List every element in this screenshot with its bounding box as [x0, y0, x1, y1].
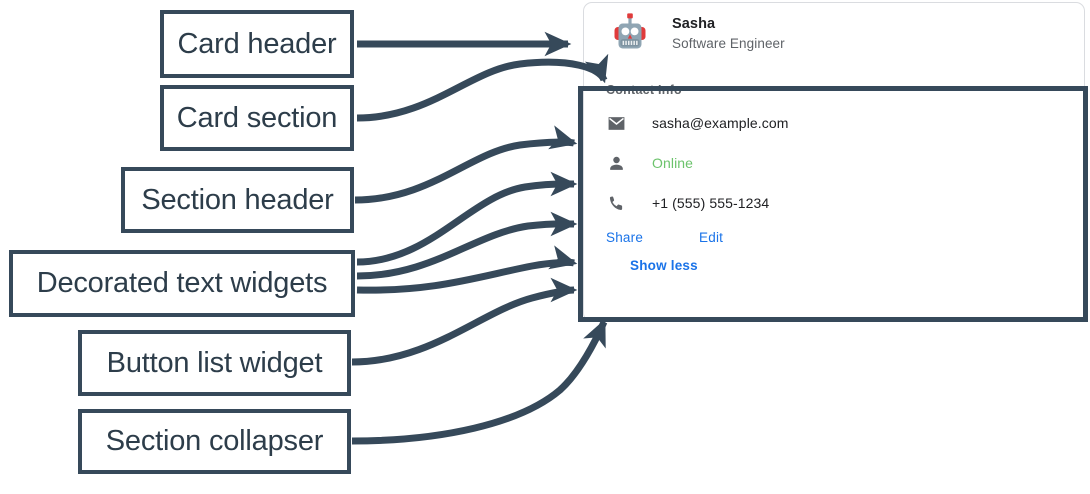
arrow-decorated-1 — [356, 171, 578, 266]
decorated-text-widget-status: Online — [606, 143, 1084, 183]
label-card-section: Card section — [176, 101, 338, 134]
profile-name: Sasha — [672, 15, 716, 32]
robot-avatar-icon — [606, 10, 654, 58]
label-box-section-header: Section header — [121, 167, 354, 233]
label-button-list: Button list widget — [106, 346, 323, 379]
email-icon — [606, 113, 626, 133]
label-box-button-list: Button list widget — [78, 330, 351, 396]
label-section-header: Section header — [141, 183, 334, 216]
arrow-section-header — [354, 125, 578, 204]
arrow-decorated-3 — [356, 245, 578, 294]
phone-icon — [606, 193, 626, 213]
share-button[interactable]: Share — [606, 230, 644, 245]
button-list-widget: Share Edit — [606, 223, 1084, 246]
show-less-button[interactable]: Show less — [630, 258, 698, 273]
label-section-collapser: Section collapser — [105, 425, 324, 457]
person-icon — [606, 153, 626, 173]
phone-value: +1 (555) 555-1234 — [652, 195, 770, 211]
card-header-text-block: Sasha Software Engineer — [672, 15, 785, 54]
arrow-card-section — [356, 53, 609, 122]
arrow-button-list — [351, 277, 578, 366]
label-card-header: Card header — [177, 27, 337, 60]
section-collapser: Show less — [606, 246, 1084, 275]
profile-subtitle: Software Engineer — [672, 35, 785, 51]
decorated-text-widget-phone: +1 (555) 555-1234 — [606, 183, 1084, 223]
decorated-text-widget-email: sasha@example.com — [606, 103, 1084, 143]
label-box-section-collapser: Section collapser — [78, 409, 351, 474]
status-value: Online — [652, 155, 694, 171]
card-header: Sasha Software Engineer — [584, 3, 1084, 65]
arrow-decorated-2 — [356, 211, 578, 280]
label-box-card-section: Card section — [160, 85, 354, 151]
label-box-decorated-text: Decorated text widgets — [9, 250, 355, 317]
email-value: sasha@example.com — [652, 115, 789, 131]
arrow-section-collapser — [351, 318, 608, 445]
label-box-card-header: Card header — [160, 10, 354, 78]
label-decorated-text: Decorated text widgets — [36, 267, 328, 299]
edit-button[interactable]: Edit — [699, 230, 724, 245]
